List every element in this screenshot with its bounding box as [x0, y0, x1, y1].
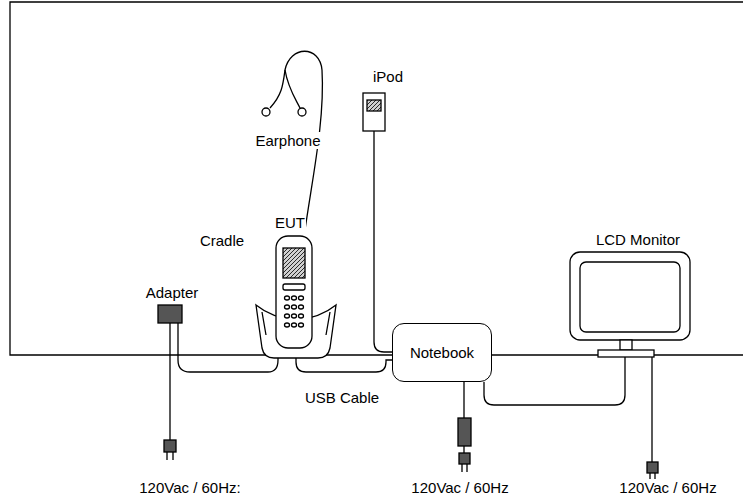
usb-cable — [296, 358, 392, 372]
key — [299, 314, 304, 318]
key — [299, 323, 304, 327]
part-name: iPod — [372, 68, 404, 85]
part-name: EUT — [274, 214, 306, 231]
eut-handset — [276, 236, 312, 348]
power-note: 120Vac / 60Hz — [618, 479, 717, 496]
ipod — [363, 93, 392, 352]
key — [299, 305, 304, 309]
table-outline — [10, 2, 743, 355]
lcd-monitor — [570, 252, 690, 481]
part-name: Earphone — [254, 132, 321, 149]
cable-name: USB Cable — [304, 389, 380, 406]
power-note: 120Vac / 60Hz — [410, 479, 509, 496]
key — [299, 296, 304, 300]
key — [292, 296, 297, 300]
handset-keys — [285, 296, 304, 327]
notebook-power-cord — [458, 382, 471, 472]
adapter — [158, 305, 278, 460]
key — [292, 323, 297, 327]
device-box: Notebook — [392, 323, 492, 382]
key — [292, 305, 297, 309]
power-note: 120Vac / 60Hz: — [138, 479, 241, 496]
key — [285, 314, 290, 318]
part-name: LCD Monitor — [595, 231, 681, 248]
key — [285, 323, 290, 327]
video-cable — [484, 357, 625, 405]
part-name: Adapter — [145, 284, 200, 301]
key — [285, 305, 290, 309]
key — [292, 314, 297, 318]
key — [285, 296, 290, 300]
part-name: Cradle — [199, 232, 245, 249]
device-name: Notebook — [410, 344, 474, 361]
